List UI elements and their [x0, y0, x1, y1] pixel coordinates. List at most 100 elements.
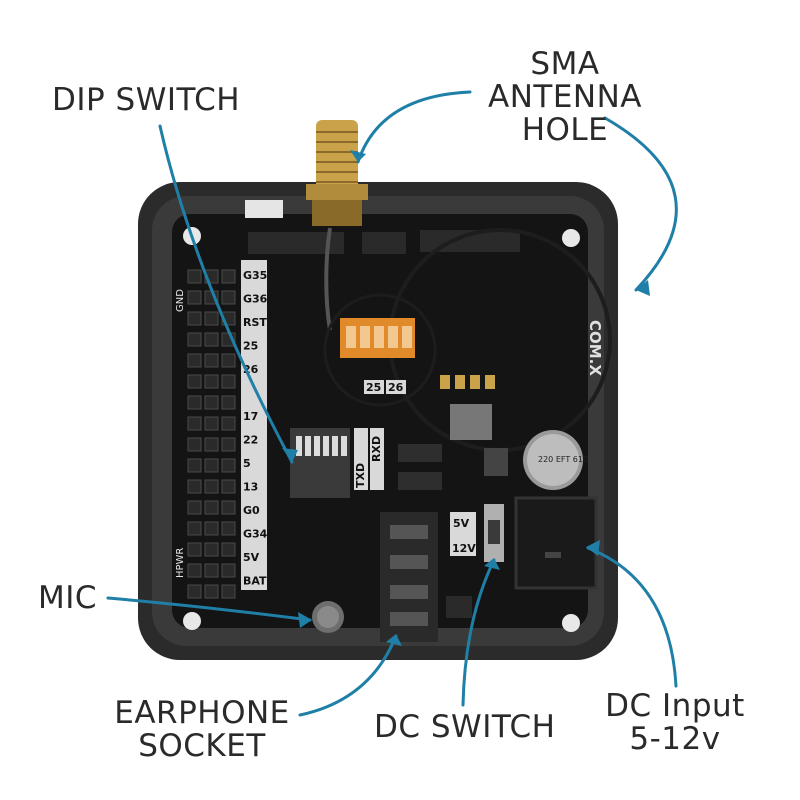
header-pin: [204, 416, 219, 431]
arrow-dip-switch: [158, 124, 294, 464]
mount-hole: [183, 612, 201, 630]
arrow-mic: [106, 596, 312, 622]
dip-key: [296, 436, 302, 456]
earphone-label-line1: EARPHONE: [114, 695, 290, 731]
header-pin: [204, 584, 219, 599]
chip: [398, 444, 442, 462]
sma-label-line2: ANTENNA: [487, 79, 642, 115]
header-pin: [187, 416, 202, 431]
pin-header: [187, 269, 236, 599]
header-pin: [204, 437, 219, 452]
arrow-earphone: [298, 634, 398, 717]
header-pin: [221, 416, 236, 431]
serial-labels: TXD RXD: [354, 428, 384, 490]
dip-keys: [296, 436, 347, 456]
header-pin: [204, 500, 219, 515]
pin-label: BAT: [243, 575, 267, 588]
smd-capacitors: [440, 375, 495, 389]
header-pin: [221, 542, 236, 557]
header-pin: [221, 269, 236, 284]
capacitor-top: [527, 434, 579, 486]
header-pin: [204, 374, 219, 389]
mount-hole: [562, 229, 580, 247]
sma-nut: [306, 184, 368, 200]
svg-text:26: 26: [388, 381, 404, 394]
header-pin: [187, 521, 202, 536]
microphone-grill: [317, 606, 339, 628]
header-pin: [221, 437, 236, 452]
dc-jack: [514, 496, 598, 590]
earphone-slots: [390, 525, 428, 626]
header-pin: [187, 563, 202, 578]
header-pin: [187, 479, 202, 494]
header-pin: [204, 542, 219, 557]
voltage-5v-label: 5V: [453, 517, 470, 530]
pin-label: G0: [243, 504, 260, 517]
header-pin: [187, 311, 202, 326]
svg-text:25: 25: [366, 381, 381, 394]
antenna-coil: [323, 293, 437, 407]
arrow-heads: [282, 150, 650, 646]
pin-label: 25: [243, 340, 258, 353]
dc-switch-label: DC SWITCH: [374, 709, 556, 745]
top-header: [248, 232, 344, 254]
voltage-12v-label: 12V: [452, 542, 476, 555]
header-pin: [221, 374, 236, 389]
voltage-label-box: [450, 512, 476, 556]
sma-threads: [316, 131, 358, 183]
bottom-pin-labels: 25 26: [364, 380, 406, 394]
header-pin: [204, 479, 219, 494]
header-pin: [221, 395, 236, 410]
antenna-cable: [324, 227, 332, 331]
header-pin: [204, 332, 219, 347]
sma-label-line3: HOLE: [521, 112, 609, 148]
header-pin: [204, 521, 219, 536]
dc-switch-knob: [488, 520, 500, 544]
dc-input-label: DC Input 5-12v: [590, 690, 760, 756]
small-header: [446, 596, 472, 618]
pin-label: 17: [243, 410, 258, 423]
dip-key: [332, 436, 338, 456]
header-pin: [187, 374, 202, 389]
pin-label: 22: [243, 434, 258, 447]
header-pin: [221, 479, 236, 494]
header-pin: [187, 437, 202, 452]
header-pin: [204, 311, 219, 326]
chip: [484, 448, 508, 476]
pin-label: G36: [243, 293, 268, 306]
header-pin: [204, 458, 219, 473]
header-pin: [204, 563, 219, 578]
dip-key: [305, 436, 311, 456]
arrow-sma-hole: [603, 116, 678, 292]
pin-label: 5V: [243, 551, 260, 564]
header-pin: [187, 458, 202, 473]
gnd-label: GND: [175, 289, 186, 312]
top-header: [362, 232, 406, 254]
header-pin: [221, 500, 236, 515]
dc-input-line2: 5-12v: [629, 721, 721, 757]
header-pin: [221, 563, 236, 578]
mount-hole: [562, 614, 580, 632]
chip: [398, 472, 442, 490]
sma-connector-base: [312, 198, 362, 226]
mic-label: MIC: [38, 580, 98, 616]
pin-label: RST: [243, 316, 267, 329]
svg-text:RXD: RXD: [370, 436, 383, 462]
header-pin: [187, 500, 202, 515]
arrow-sma: [356, 90, 472, 164]
dip-key: [323, 436, 329, 456]
brand-label: COM.X: [586, 320, 604, 376]
header-pin: [187, 353, 202, 368]
inductor: [450, 404, 492, 440]
header-pin: [221, 290, 236, 305]
dc-input-line1: DC Input: [605, 688, 745, 724]
header-pin: [187, 395, 202, 410]
hpwr-label: HPWR: [175, 548, 186, 578]
dip-key: [314, 436, 320, 456]
earphone-socket-label: EARPHONE SOCKET: [92, 697, 312, 763]
callout-arrows: [106, 90, 678, 717]
header-pin: [187, 269, 202, 284]
